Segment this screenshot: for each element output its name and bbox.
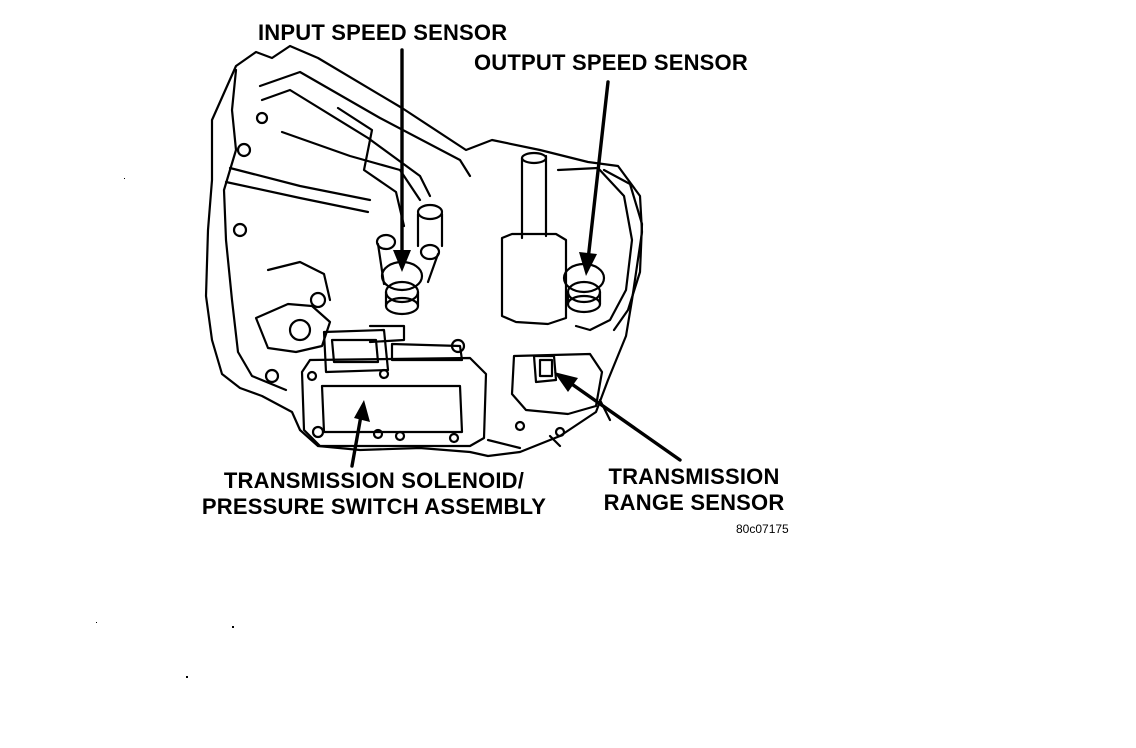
- solenoid-bolt: [372, 428, 384, 440]
- solenoid-bolt: [311, 425, 325, 439]
- transmission-range-sensor: [510, 352, 604, 416]
- solenoid-bolt: [450, 338, 466, 354]
- housing-rib-upper: [258, 70, 472, 178]
- bolt-hole: [236, 142, 252, 158]
- scan-speck: [96, 622, 97, 623]
- scan-speck: [232, 626, 234, 628]
- housing-rib-lower: [228, 166, 372, 202]
- solenoid-bolt: [448, 432, 460, 444]
- label-range-line2: RANGE SENSOR: [603, 490, 785, 515]
- output-speed-sensor: [562, 262, 606, 314]
- arrowhead-solenoid: [354, 400, 370, 422]
- housing-rib-lower2: [224, 180, 370, 214]
- housing-web: [336, 106, 406, 228]
- label-range-line1: TRANSMISSION: [608, 464, 780, 489]
- figure-id: 80c07175: [736, 522, 789, 536]
- arrowhead-output: [579, 252, 597, 276]
- label-input-speed-sensor: INPUT SPEED SENSOR: [258, 20, 508, 45]
- solenoid-bolt: [306, 370, 318, 382]
- bolt-hole: [264, 368, 280, 384]
- housing-rib-mid: [260, 88, 432, 198]
- extension-housing: [556, 166, 634, 332]
- arrow-heads: [354, 250, 597, 422]
- extension-flange: [602, 168, 644, 332]
- bell-housing-outline: [204, 44, 644, 458]
- leader-range-sensor: [564, 378, 682, 462]
- output-shaft: [520, 154, 548, 240]
- output-shaft-top: [520, 151, 548, 165]
- mount-ear: [254, 302, 332, 354]
- scan-speck: [124, 178, 125, 179]
- bolt-hole: [255, 111, 269, 125]
- label-solenoid-assembly: TRANSMISSION SOLENOID/ PRESSURE SWITCH A…: [186, 468, 562, 520]
- leader-output-sensor: [586, 80, 610, 262]
- sensor-connector: [375, 233, 441, 286]
- bolt-hole: [288, 318, 312, 342]
- housing-pan-edge: [280, 130, 422, 202]
- arrowhead-range: [554, 372, 578, 392]
- bolt-hole: [232, 222, 248, 238]
- pan-bolt: [514, 420, 526, 432]
- mount-ear-inner: [266, 260, 332, 302]
- solenoid-bolt: [394, 430, 406, 442]
- scan-speck: [186, 676, 188, 678]
- pan-bolt: [554, 426, 566, 438]
- solenoid-assembly: [300, 324, 488, 448]
- arrowhead-input: [393, 250, 411, 272]
- label-solenoid-line1: TRANSMISSION SOLENOID/: [223, 468, 525, 493]
- label-range-sensor: TRANSMISSION RANGE SENSOR: [594, 464, 794, 516]
- label-solenoid-line2: PRESSURE SWITCH ASSEMBLY: [201, 494, 547, 519]
- shaft-boss: [500, 232, 568, 326]
- solenoid-bolt: [378, 368, 390, 380]
- bell-inner-rib: [222, 68, 288, 392]
- label-output-speed-sensor: OUTPUT SPEED SENSOR: [474, 50, 748, 75]
- bolt-hole: [309, 291, 327, 309]
